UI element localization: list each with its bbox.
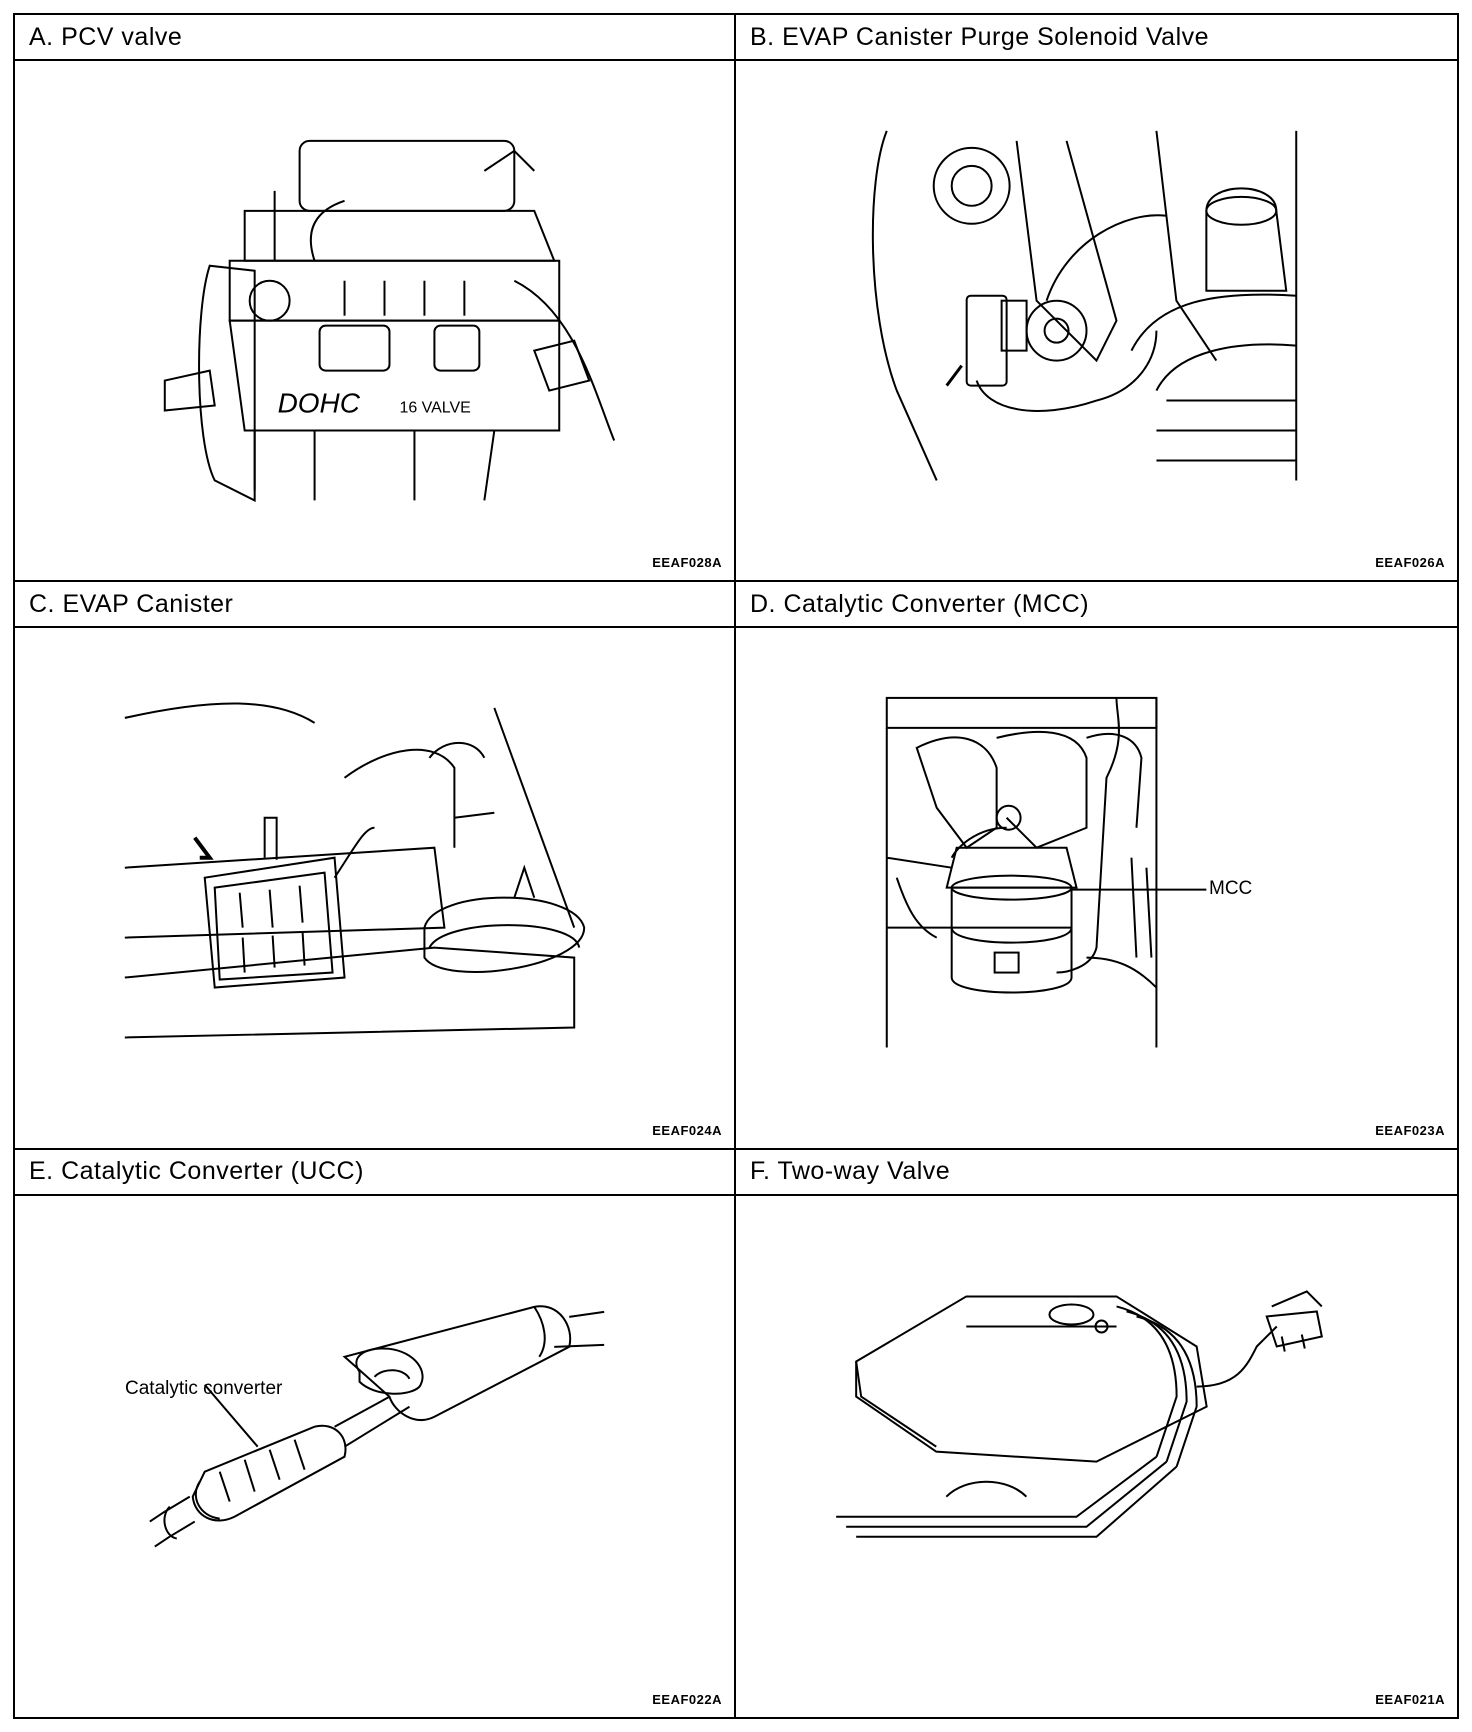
pcv-valve-illustration: DOHC 16 VALVE	[163, 139, 616, 503]
figure-code: EEAF026A	[1375, 555, 1445, 571]
mcc-callout-label: MCC	[1209, 878, 1253, 900]
panel-a-pcv-valve: A. PCV valve DOHC	[15, 15, 736, 583]
panel-c-evap-canister: C. EVAP Canister	[15, 582, 736, 1150]
panel-e-catalytic-converter-ucc: E. Catalytic Converter (UCC) Catalytic c	[15, 1149, 736, 1717]
panel-b-title: B. EVAP Canister Purge Solenoid Valve	[736, 15, 1457, 61]
ucc-illustration	[149, 1304, 605, 1548]
figure-code: EEAF023A	[1375, 1122, 1445, 1138]
panel-d-figure: MCC EEAF023A	[736, 628, 1457, 1147]
panel-f-title: F. Two-way Valve	[736, 1150, 1457, 1196]
panel-e-figure: Catalytic converter EEAF022A	[15, 1196, 734, 1717]
valve-engine-text: 16 VALVE	[399, 400, 470, 417]
mcc-illustration	[885, 697, 1207, 1048]
two-way-valve-illustration	[836, 1289, 1323, 1538]
catalytic-converter-callout-label: Catalytic converter	[125, 1377, 283, 1399]
panel-a-figure: DOHC 16 VALVE EEAF028A	[15, 61, 734, 580]
dohc-engine-text: DOHC	[278, 388, 361, 419]
panel-a-title: A. PCV valve	[15, 15, 734, 61]
panel-c-figure: EEAF024A	[15, 628, 734, 1147]
figure-code: EEAF024A	[652, 1122, 722, 1138]
panel-f-two-way-valve: F. Two-way Valve EEAF021A	[736, 1150, 1457, 1717]
panel-d-catalytic-converter-mcc: D. Catalytic Converter (MCC)	[736, 582, 1457, 1150]
panel-c-title: C. EVAP Canister	[15, 582, 734, 629]
diagram-grid: A. PCV valve DOHC	[13, 13, 1459, 1719]
panel-b-purge-solenoid-valve: B. EVAP Canister Purge Solenoid Valve	[736, 15, 1457, 583]
evap-canister-illustration	[124, 702, 586, 1039]
figure-code: EEAF028A	[652, 555, 722, 571]
figure-code: EEAF022A	[652, 1691, 722, 1707]
panel-e-title: E. Catalytic Converter (UCC)	[15, 1150, 734, 1196]
panel-f-figure: EEAF021A	[736, 1196, 1457, 1717]
figure-code: EEAF021A	[1375, 1691, 1445, 1707]
purge-solenoid-illustration	[871, 130, 1298, 481]
panel-b-figure: EEAF026A	[736, 61, 1457, 580]
panel-d-title: D. Catalytic Converter (MCC)	[736, 582, 1457, 629]
